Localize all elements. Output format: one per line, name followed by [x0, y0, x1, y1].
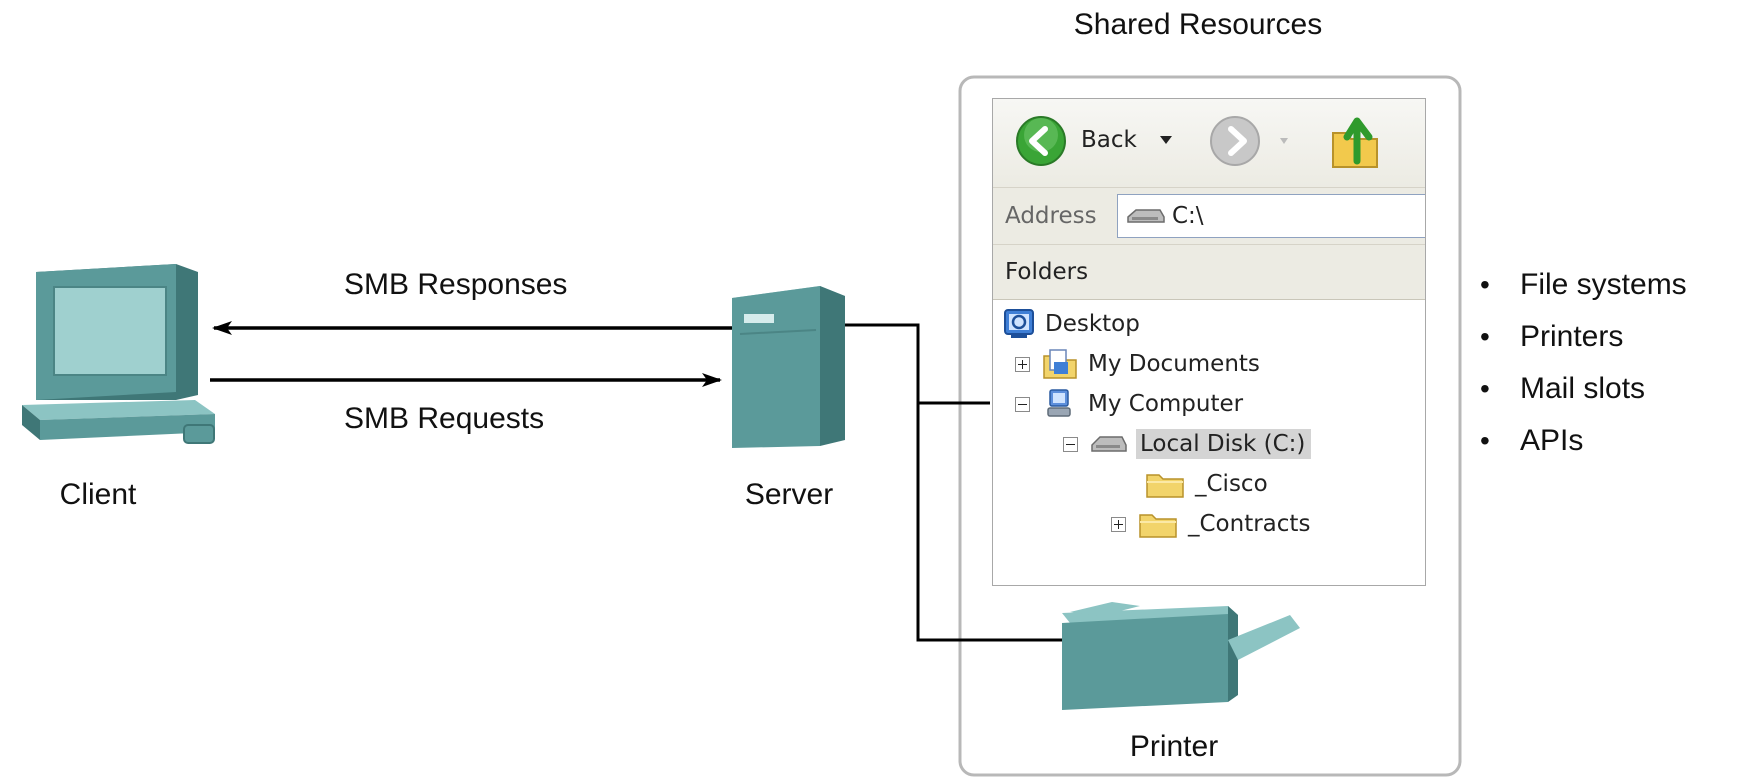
- explorer-window: Back Address C:\ Folders: [992, 98, 1426, 586]
- tree-item-my-documents[interactable]: My Documents: [1015, 344, 1260, 384]
- client-label: Client: [59, 478, 137, 511]
- client-computer-icon: [22, 264, 215, 444]
- forward-arrow-icon[interactable]: [1209, 115, 1261, 167]
- address-value: C:\: [1172, 203, 1204, 229]
- address-bar: Address C:\: [993, 188, 1425, 245]
- server-to-printer-connector: [916, 403, 1062, 642]
- tree-item-label: Desktop: [1045, 311, 1140, 337]
- expand-plus-icon[interactable]: [1111, 516, 1126, 532]
- disk-drive-icon: [1091, 436, 1127, 452]
- folders-header: Folders: [993, 245, 1425, 300]
- back-arrow-icon[interactable]: [1015, 115, 1067, 167]
- resource-item: •Printers: [1480, 320, 1624, 353]
- address-label: Address: [1005, 203, 1097, 229]
- tree-item-local-disk[interactable]: Local Disk (C:): [1063, 424, 1312, 464]
- bullet-icon: •: [1480, 321, 1490, 352]
- tree-item-my-computer[interactable]: My Computer: [1015, 384, 1243, 424]
- server-tower-icon: [732, 286, 845, 448]
- bullet-icon: •: [1480, 373, 1490, 404]
- tree-item-contracts[interactable]: _Contracts: [1111, 504, 1310, 544]
- desktop-icon: [1004, 309, 1034, 338]
- resource-item: •Mail slots: [1480, 372, 1646, 405]
- address-input[interactable]: C:\: [1117, 194, 1425, 238]
- explorer-toolbar: Back: [993, 99, 1425, 188]
- folder-icon: [1146, 474, 1184, 498]
- shared-resources-frame: [958, 75, 1462, 777]
- drive-icon: [1127, 209, 1165, 223]
- my-documents-icon: [1043, 349, 1077, 379]
- folder-tree: Desktop My Documents My Computer: [993, 300, 1425, 585]
- shared-resources-title: Shared Resources: [1073, 8, 1323, 41]
- up-folder-icon[interactable]: [1329, 111, 1385, 171]
- bullet-icon: •: [1480, 425, 1490, 456]
- folder-icon: [1139, 514, 1177, 538]
- tree-item-label: _Contracts: [1188, 511, 1311, 537]
- tree-item-label: My Documents: [1088, 351, 1260, 377]
- expand-plus-icon[interactable]: [1015, 356, 1030, 372]
- server-to-explorer-connector: [845, 323, 990, 405]
- folders-label: Folders: [1005, 259, 1089, 285]
- back-dropdown-icon[interactable]: [1159, 135, 1173, 145]
- smb-responses-label: SMB Responses: [344, 268, 568, 301]
- my-computer-icon: [1047, 389, 1071, 417]
- printer-icon: [1062, 602, 1300, 710]
- tree-item-cisco[interactable]: _Cisco: [1145, 464, 1268, 504]
- collapse-minus-icon[interactable]: [1063, 436, 1078, 452]
- back-button-label[interactable]: Back: [1081, 127, 1137, 153]
- tree-item-label: _Cisco: [1195, 471, 1268, 497]
- bullet-icon: •: [1480, 269, 1490, 300]
- resource-item: •File systems: [1480, 268, 1687, 301]
- smb-requests-label: SMB Requests: [344, 402, 545, 435]
- server-label: Server: [744, 478, 834, 511]
- resource-item: •APIs: [1480, 424, 1584, 457]
- tree-item-desktop[interactable]: Desktop: [1003, 304, 1140, 344]
- printer-label: Printer: [1129, 730, 1219, 763]
- forward-dropdown-icon[interactable]: [1279, 137, 1289, 145]
- collapse-minus-icon[interactable]: [1015, 396, 1030, 412]
- tree-item-label: Local Disk (C:): [1136, 429, 1312, 459]
- tree-item-label: My Computer: [1088, 391, 1244, 417]
